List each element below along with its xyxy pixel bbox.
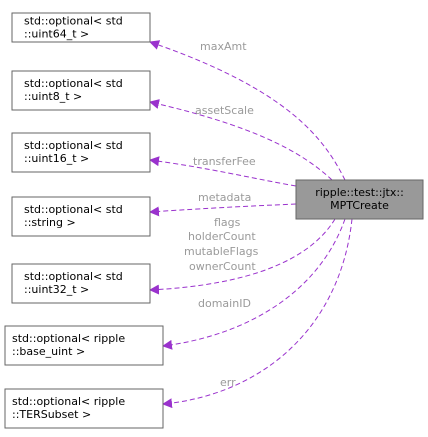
type-node-uint16[interactable]: std::optional< std ::uint16_t >: [11, 132, 151, 173]
root-node-line1: ripple::test::jtx::: [315, 186, 404, 199]
type-node-base-uint-line1: std::optional< ripple: [12, 332, 125, 345]
root-node-mptcreate[interactable]: ripple::test::jtx:: MPTCreate: [295, 179, 424, 220]
edge-label-domainID: domainID: [198, 297, 251, 310]
edge-assetScale: [149, 99, 333, 181]
edge-label-ownerCount: ownerCount: [189, 260, 256, 273]
type-node-base-uint[interactable]: std::optional< ripple ::base_uint >: [4, 325, 164, 366]
type-node-uint64-line2: ::uint64_t >: [24, 28, 89, 41]
type-node-string-line2: ::string >: [24, 216, 76, 229]
edge-label-err: err: [220, 376, 236, 389]
type-node-uint16-line1: std::optional< std: [24, 139, 123, 152]
type-node-tersubset-line1: std::optional< ripple: [12, 395, 125, 408]
type-node-uint8-line2: ::uint8_t >: [24, 90, 82, 103]
type-node-uint64[interactable]: std::optional< std ::uint64_t >: [11, 12, 151, 43]
edge-metadata: [149, 203, 297, 217]
edge-domainID: [162, 218, 346, 350]
edge-transferFee: [149, 156, 297, 187]
type-node-uint32-line2: ::uint32_t >: [24, 283, 89, 296]
edge-err: [162, 218, 353, 409]
edge-label-holderCount: holderCount: [188, 230, 256, 243]
type-node-tersubset-line2: ::TERSubset >: [12, 408, 91, 421]
type-node-uint8[interactable]: std::optional< std ::uint8_t >: [11, 70, 151, 111]
edge-maxAmt: [149, 40, 346, 181]
type-node-uint64-line1: std::optional< std: [24, 15, 123, 28]
edge-label-transferFee: transferFee: [193, 155, 256, 168]
edge-counts: [149, 218, 336, 295]
type-node-uint32-line1: std::optional< std: [24, 270, 123, 283]
edge-label-maxAmt: maxAmt: [200, 40, 247, 53]
type-node-string[interactable]: std::optional< std ::string >: [11, 196, 151, 237]
type-node-base-uint-line2: ::base_uint >: [12, 345, 85, 358]
edge-label-metadata: metadata: [198, 191, 251, 204]
root-node-line2: MPTCreate: [330, 199, 389, 212]
edge-labels: maxAmt assetScale transferFee metadata f…: [184, 40, 259, 389]
edge-label-flags: flags: [214, 216, 241, 229]
type-node-uint16-line2: ::uint16_t >: [24, 152, 89, 165]
edge-label-mutableFlags: mutableFlags: [184, 245, 259, 258]
type-node-string-line1: std::optional< std: [24, 203, 123, 216]
edges: [149, 40, 353, 409]
type-node-tersubset[interactable]: std::optional< ripple ::TERSubset >: [4, 388, 164, 429]
edge-label-assetScale: assetScale: [195, 104, 254, 117]
type-node-uint8-line1: std::optional< std: [24, 77, 123, 90]
type-node-uint32[interactable]: std::optional< std ::uint32_t >: [11, 263, 151, 304]
